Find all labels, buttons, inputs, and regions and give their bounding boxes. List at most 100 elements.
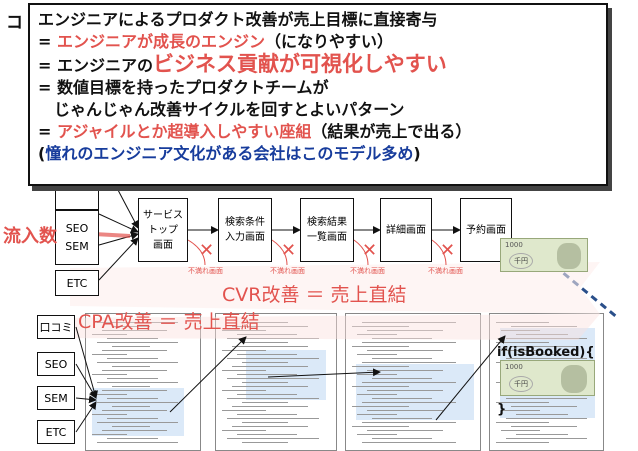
code-line: [242, 422, 289, 423]
code-line: [97, 342, 178, 343]
callout-line-6: = アジャイルとか超導入しやすい座組（結果が売上で出る）: [38, 122, 472, 141]
code-line: [496, 442, 550, 443]
code-line: [227, 398, 320, 399]
callout-line-5: じゃんじゃん改善サイクルを回すとよいパターン: [54, 100, 405, 119]
code-line: [496, 322, 550, 323]
code-line: [112, 406, 150, 407]
code-line: [506, 398, 588, 399]
code-line: [357, 414, 398, 415]
code-line: [496, 422, 550, 423]
source-etc: ETC: [66, 276, 88, 290]
code-line: [107, 418, 158, 419]
code-line: [242, 402, 289, 403]
screen-service-top: サービス トップ 画面: [138, 198, 188, 262]
code-line: [227, 338, 320, 339]
code-line: [92, 414, 127, 415]
code-line: [112, 386, 150, 387]
screen-detail: 詳細画面: [380, 198, 432, 262]
dropoff-label: 不満れ画面: [270, 267, 305, 275]
banknote-image-small: 1000 千円: [500, 360, 595, 396]
code-line: [352, 366, 409, 367]
banknote-image: 1000 千円: [500, 238, 588, 272]
code-line: [367, 410, 444, 411]
code-line: [516, 434, 569, 435]
code-line: [237, 414, 298, 415]
code-line: [232, 346, 308, 347]
code-line: [357, 374, 398, 375]
code-line: [232, 366, 308, 367]
code-line: [362, 442, 456, 443]
code-line: [92, 354, 127, 355]
bottom-source-review: 口コミ: [37, 315, 75, 339]
code-line: [112, 326, 150, 327]
code-line: [112, 366, 150, 367]
code-line: [97, 422, 178, 423]
code-line: [511, 426, 578, 427]
code-line: [516, 334, 569, 335]
code-line: [232, 426, 308, 427]
code-line: [516, 354, 569, 355]
callout-line-1: エンジニアによるプロダクト改善が売上目標に直接寄与: [38, 10, 438, 29]
dropoff-x-mark: ✕: [362, 240, 378, 261]
code-line: [362, 342, 456, 343]
code-line: [501, 430, 540, 431]
dropoff-x-mark: ✕: [281, 240, 297, 261]
code-line: [107, 398, 158, 399]
code-line: [352, 426, 409, 427]
code-line: [352, 326, 409, 327]
code-line: [227, 378, 320, 379]
code-line: [367, 370, 444, 371]
code-line: [501, 330, 540, 331]
code-line: [222, 370, 266, 371]
booked-code-label: if(isBooked){: [497, 345, 595, 360]
hidden-title-char: コ: [6, 13, 23, 33]
dropoff-label: 不満れ画面: [188, 267, 223, 275]
code-line: [102, 330, 168, 331]
code-line: [237, 394, 298, 395]
code-line: [516, 414, 569, 415]
code-line: [357, 394, 398, 395]
code-line: [501, 410, 540, 411]
code-line: [107, 438, 158, 439]
source-etc-box: ETC: [55, 270, 99, 296]
code-line: [367, 430, 444, 431]
code-line: [372, 398, 432, 399]
dropoff-label: 不満れ画面: [350, 267, 385, 275]
code-line: [242, 362, 289, 363]
code-line: [92, 374, 127, 375]
code-line: [237, 354, 298, 355]
code-line: [506, 358, 588, 359]
code-line: [227, 438, 320, 439]
code-line: [496, 342, 550, 343]
cvr-label: CVR改善 ＝ 売上直結: [222, 284, 407, 306]
bottom-source-etc: ETC: [37, 420, 75, 444]
callout-line-3: = エンジニアのビジネス貢献が可視化しやすい: [38, 52, 447, 76]
callout-line-2: = エンジニアが成長のエンジン（になりやすい）: [38, 32, 394, 51]
code-line: [506, 418, 588, 419]
code-line: [352, 406, 409, 407]
code-line: [367, 390, 444, 391]
code-line: [237, 434, 298, 435]
code-line: [222, 350, 266, 351]
code-line: [222, 430, 266, 431]
code-line: [242, 442, 289, 443]
code-line: [92, 394, 127, 395]
code-line: [372, 418, 432, 419]
code-line: [112, 346, 150, 347]
code-line: [242, 342, 289, 343]
code-line: [362, 422, 456, 423]
callout-box: エンジニアによるプロダクト改善が売上目標に直接寄与 = エンジニアが成長のエンジ…: [28, 3, 608, 186]
code-line: [97, 322, 178, 323]
code-line: [511, 346, 578, 347]
inflow-label: 流入数: [3, 226, 57, 247]
code-line: [222, 410, 266, 411]
code-line: [362, 362, 456, 363]
code-line: [352, 346, 409, 347]
code-line: [107, 358, 158, 359]
code-line: [222, 390, 266, 391]
code-line: [232, 386, 308, 387]
code-line: [102, 390, 168, 391]
code-line: [227, 418, 320, 419]
code-line: [511, 406, 578, 407]
close-brace-label: }: [497, 402, 507, 417]
